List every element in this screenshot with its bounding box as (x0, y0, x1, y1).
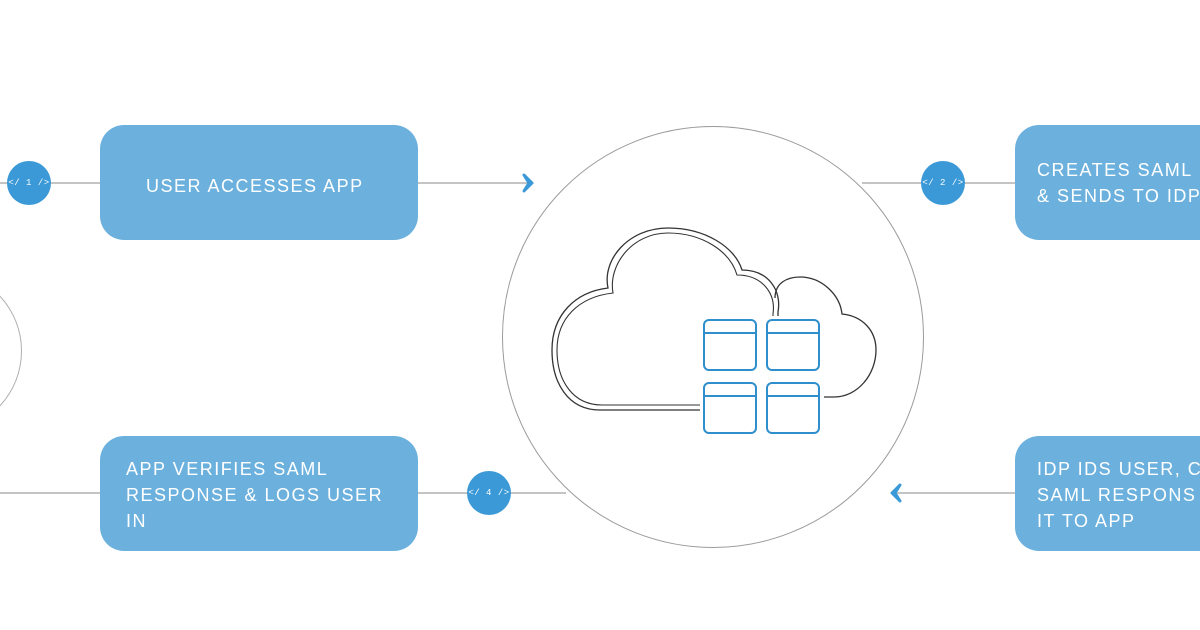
step-4-text-line-2: RESPONSE & LOGS USER (126, 485, 384, 505)
step-3-text-line-3: IT TO APP (1037, 511, 1136, 531)
service-provider-circle (502, 126, 924, 548)
step-4-badge: </ 4 /> (467, 471, 511, 515)
arrow-right-icon (522, 173, 534, 193)
step-2-text-line-1: CREATES SAML (1037, 160, 1193, 180)
step-2-box: CREATES SAML & SENDS TO IDP (1015, 125, 1200, 240)
step-4-text-line-1: APP VERIFIES SAML (126, 459, 329, 479)
step-1-box: USER ACCESSES APP (100, 125, 418, 240)
step-2-badge: </ 2 /> (921, 161, 965, 205)
app-window-icon (703, 319, 757, 371)
front-cloud-outer (551, 227, 780, 411)
front-cloud-inner (556, 232, 774, 406)
step-2-text-line-2: & SENDS TO IDP (1037, 186, 1200, 206)
step-3-text-line-1: IDP IDS USER, C (1037, 459, 1200, 479)
step-4-box: APP VERIFIES SAML RESPONSE & LOGS USER I… (100, 436, 418, 551)
step-1-text-line-1: USER ACCESSES APP (146, 176, 364, 196)
app-window-icon (703, 382, 757, 434)
app-window-icon (766, 319, 820, 371)
step-3-box: IDP IDS USER, C SAML RESPONS IT TO APP (1015, 436, 1200, 551)
back-cloud-shape (774, 276, 877, 398)
step-3-text-line-2: SAML RESPONS (1037, 485, 1197, 505)
step-1-badge: </ 1 /> (7, 161, 51, 205)
step-4-text-line-3: IN (126, 511, 147, 531)
arrow-left-icon (890, 483, 902, 503)
app-window-icon (766, 382, 820, 434)
